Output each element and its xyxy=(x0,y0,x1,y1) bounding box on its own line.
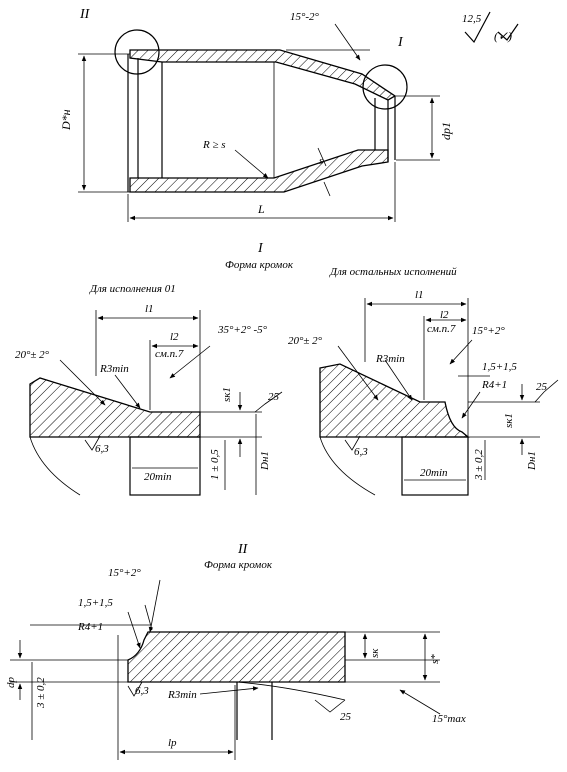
detail-II-label: II xyxy=(79,7,91,22)
left-roughness-63: 6,3 xyxy=(95,443,109,455)
right-r4: R4+1 xyxy=(481,379,507,391)
left-r3: R3min xyxy=(99,363,129,375)
dim-dp1: dp1 xyxy=(439,122,453,140)
section-II-detail xyxy=(10,579,441,760)
right-tol: 3 ± 0,2 xyxy=(473,449,485,481)
section-I-left-title: Для исполнения 01 xyxy=(89,283,176,295)
roughness-symbol xyxy=(464,11,491,44)
section-II-step: 1,5+1,5 xyxy=(78,597,113,609)
lower-wall-hatch xyxy=(129,149,389,193)
section-II-s-k: sк xyxy=(369,648,381,658)
right-d-h1: Dн1 xyxy=(526,451,538,471)
section-II-tol: 3 ± 0,2 xyxy=(35,677,47,709)
section-II-roughness-63: 6,3 xyxy=(135,685,149,697)
section-II-r3: R3min xyxy=(167,689,197,701)
section-I-right-title: Для остальных исполнений xyxy=(329,266,457,278)
detail-circle-I xyxy=(362,64,408,110)
thickness-mark: s xyxy=(319,155,323,167)
section-I-right-detail xyxy=(319,298,559,496)
right-20min: 20min xyxy=(420,467,448,479)
section-II-angle-max: 15°max xyxy=(432,713,466,725)
left-angle-20: 20°± 2° xyxy=(15,349,50,361)
roughness-value: 12,5 xyxy=(462,13,482,25)
upper-wall-hatch xyxy=(129,49,397,101)
section-II-l-p: lр xyxy=(168,737,177,749)
right-step: 1,5+1,5 xyxy=(482,361,517,373)
right-angle-15: 15°+2° xyxy=(472,325,505,337)
angle-top-label: 15°-2° xyxy=(290,11,320,23)
section-II-d-p: dр xyxy=(5,677,17,689)
right-angle-20: 20°± 2° xyxy=(288,335,323,347)
left-l2: l2 xyxy=(170,331,179,343)
right-roughness-63: 6,3 xyxy=(354,446,368,458)
right-edge-hatch xyxy=(319,363,470,438)
section-II-subtitle: Форма кромок xyxy=(204,559,273,571)
section-II-roughness-25: 25 xyxy=(340,711,352,723)
section-I-left-detail xyxy=(29,310,283,496)
left-roughness-25: 25 xyxy=(268,391,280,403)
section-I-subtitle: Форма кромок xyxy=(225,259,294,271)
left-s-k1: sк1 xyxy=(221,387,233,402)
left-see-note: см.п.7 xyxy=(155,348,184,360)
section-II-s-star: s* xyxy=(429,654,441,664)
left-d-h1: Dн1 xyxy=(259,451,271,471)
detail-circle-II xyxy=(114,29,160,75)
radius-note: R ≥ s xyxy=(202,139,226,151)
right-s-k1: sк1 xyxy=(503,413,515,428)
detail-I-label: I xyxy=(397,35,404,50)
dim-D-outer: D*н xyxy=(59,109,73,131)
section-II-angle-15: 15°+2° xyxy=(108,567,141,579)
left-tol: 1 ± 0,5 xyxy=(209,449,221,480)
left-20min: 20min xyxy=(144,471,172,483)
section-II-hatch xyxy=(127,631,346,683)
left-l1: l1 xyxy=(145,303,154,315)
section-II-heading: II xyxy=(237,542,249,557)
right-l1: l1 xyxy=(415,289,424,301)
roughness-note: (✓) xyxy=(494,29,512,43)
right-r3: R3min xyxy=(375,353,405,365)
left-edge-hatch xyxy=(29,377,201,438)
section-I-heading: I xyxy=(257,241,264,256)
left-angle-35: 35°+2° -5° xyxy=(217,324,268,336)
right-see-note: см.п.7 xyxy=(427,323,456,335)
right-l2: l2 xyxy=(440,309,449,321)
dim-L: L xyxy=(257,202,265,216)
section-II-r4: R4+1 xyxy=(77,621,103,633)
right-roughness-25: 25 xyxy=(536,381,548,393)
reducer-view xyxy=(78,11,519,222)
